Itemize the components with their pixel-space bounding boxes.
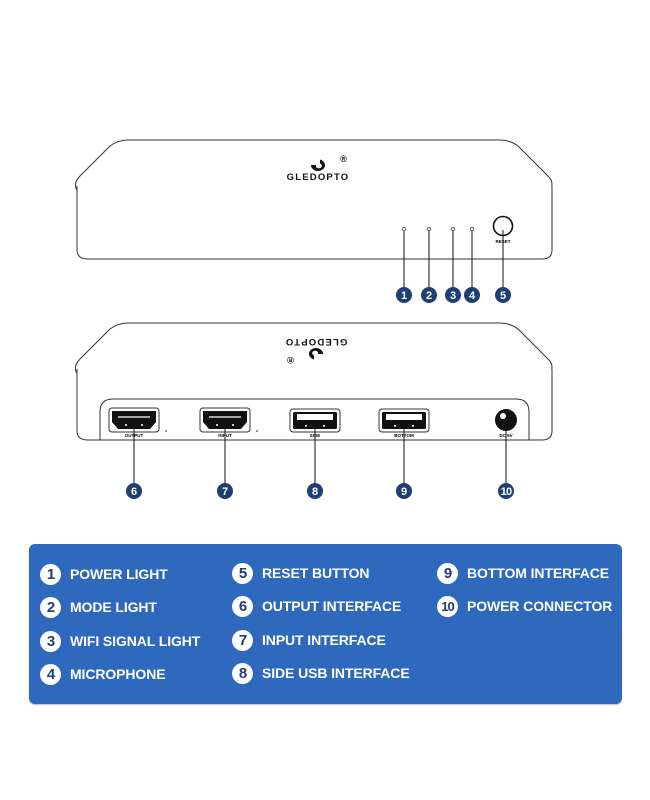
legend-number-badge: 3 bbox=[40, 630, 61, 652]
svg-text:6: 6 bbox=[131, 486, 137, 498]
svg-text:10: 10 bbox=[501, 486, 512, 498]
callout-marker-2: 2 bbox=[421, 287, 437, 303]
svg-text:3: 3 bbox=[450, 290, 456, 302]
legend-panel: 1 POWER LIGHT 2 MODE LIGHT 3 WIFI SIGNAL… bbox=[29, 544, 622, 704]
callout-marker-1: 1 bbox=[396, 287, 412, 303]
back-view-device bbox=[74, 322, 553, 441]
legend-item-wifi-signal-light: 3 WIFI SIGNAL LIGHT bbox=[40, 630, 200, 652]
front-indicators bbox=[401, 226, 475, 232]
brand-logo-icon bbox=[309, 348, 323, 360]
legend-number-badge: 4 bbox=[40, 663, 61, 685]
port-panel bbox=[99, 398, 530, 440]
front-callout-lines bbox=[403, 230, 504, 288]
front-device-front-face bbox=[76, 186, 553, 260]
legend-number-badge: 5 bbox=[232, 562, 253, 584]
brand-logo-icon bbox=[311, 159, 325, 171]
brand-name: GLEDOPTO bbox=[285, 336, 348, 347]
callout-marker-10: 10 bbox=[498, 483, 514, 499]
usb-bottom-port bbox=[378, 408, 430, 433]
legend-label: SIDE USB INTERFACE bbox=[262, 665, 410, 681]
legend-item-microphone: 4 MICROPHONE bbox=[40, 663, 166, 685]
legend-number-badge: 9 bbox=[437, 562, 458, 584]
legend-number-badge: 2 bbox=[40, 596, 61, 618]
legend-item-reset-button: 5 RESET BUTTON bbox=[232, 562, 370, 584]
callout-marker-6: 6 bbox=[126, 483, 142, 499]
legend-number-badge: 7 bbox=[232, 629, 253, 651]
legend-item-power-light: 1 POWER LIGHT bbox=[40, 563, 168, 585]
legend-label: RESET BUTTON bbox=[262, 565, 370, 581]
back-brand-logo: ® GLEDOPTO bbox=[285, 336, 348, 365]
front-brand-logo: ® bbox=[311, 154, 348, 171]
wifi-signal-light bbox=[450, 226, 456, 232]
svg-text:4: 4 bbox=[469, 290, 476, 302]
legend-number-badge: 8 bbox=[232, 662, 253, 684]
legend-label: BOTTOM INTERFACE bbox=[467, 565, 610, 581]
dc-power-connector bbox=[495, 409, 517, 431]
callout-marker-3: 3 bbox=[445, 287, 461, 303]
legend-label: POWER CONNECTOR bbox=[467, 598, 613, 614]
callout-marker-7: 7 bbox=[217, 483, 233, 499]
mode-light bbox=[426, 226, 432, 232]
svg-text:8: 8 bbox=[312, 486, 318, 498]
back-callout-markers: 6 7 8 9 10 bbox=[126, 483, 514, 499]
svg-text:2: 2 bbox=[426, 290, 432, 302]
hdmi-output-port bbox=[108, 407, 167, 433]
svg-text:1: 1 bbox=[401, 290, 407, 302]
microphone bbox=[469, 226, 475, 232]
callout-marker-9: 9 bbox=[396, 483, 412, 499]
legend-number-badge: 6 bbox=[232, 595, 253, 617]
front-callout-markers: 1 2 3 4 5 bbox=[396, 287, 511, 303]
registered-mark: ® bbox=[286, 354, 294, 365]
legend-item-input-interface: 7 INPUT INTERFACE bbox=[232, 629, 386, 651]
registered-mark: ® bbox=[340, 154, 348, 165]
legend-item-output-interface: 6 OUTPUT INTERFACE bbox=[232, 595, 401, 617]
legend-label: POWER LIGHT bbox=[70, 566, 168, 582]
legend-item-side-usb-interface: 8 SIDE USB INTERFACE bbox=[232, 662, 410, 684]
brand-name: GLEDOPTO bbox=[287, 172, 350, 183]
legend-item-mode-light: 2 MODE LIGHT bbox=[40, 596, 157, 618]
legend-number-badge: 1 bbox=[40, 563, 61, 585]
usb-side-port bbox=[289, 408, 341, 433]
legend-number-badge: 10 bbox=[437, 595, 458, 617]
front-view-device bbox=[74, 139, 553, 260]
hdmi-input-port bbox=[199, 407, 258, 433]
svg-text:7: 7 bbox=[222, 486, 228, 498]
callout-marker-5: 5 bbox=[495, 287, 511, 303]
legend-label: MODE LIGHT bbox=[70, 599, 157, 615]
legend-label: OUTPUT INTERFACE bbox=[262, 598, 402, 614]
callout-marker-8: 8 bbox=[307, 483, 323, 499]
legend-item-bottom-interface: 9 BOTTOM INTERFACE bbox=[437, 562, 609, 584]
device-diagram: ® GLEDOPTO RESET 1 2 3 4 5 ® GLEDOPTO bbox=[74, 139, 553, 499]
legend-label: INPUT INTERFACE bbox=[262, 632, 386, 648]
power-light bbox=[401, 226, 407, 232]
legend-label: MICROPHONE bbox=[70, 666, 166, 682]
legend-label: WIFI SIGNAL LIGHT bbox=[70, 633, 201, 649]
legend-item-power-connector: 10 POWER CONNECTOR bbox=[437, 595, 612, 617]
callout-marker-4: 4 bbox=[464, 287, 480, 303]
back-callout-lines bbox=[133, 428, 507, 484]
svg-text:5: 5 bbox=[500, 290, 506, 302]
svg-text:9: 9 bbox=[401, 486, 407, 498]
